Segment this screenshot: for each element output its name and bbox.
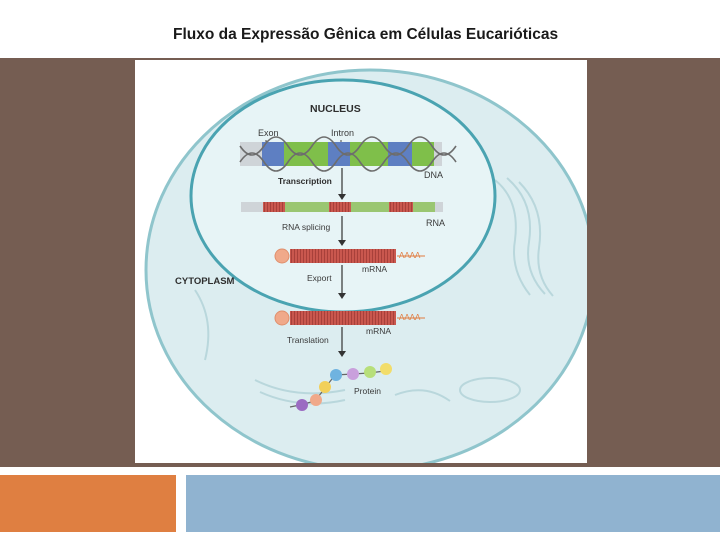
protein-label: Protein (354, 386, 381, 396)
transcription-label: Transcription (278, 176, 332, 186)
dna-strand (240, 137, 456, 171)
export-label: Export (307, 273, 332, 283)
polya-label-nucleus: AAAA (399, 251, 421, 260)
gene-expression-figure: NUCLEUS Exon Intron DNA Transcription (135, 60, 587, 463)
cytoplasm-label: CYTOPLASM (175, 276, 235, 287)
dna-label: DNA (424, 170, 443, 180)
pre-mrna-strand (241, 202, 443, 212)
intron-label: Intron (331, 128, 354, 138)
footer-accent-blue (186, 475, 720, 532)
polya-label-cytoplasm: AAAA (399, 313, 421, 322)
rna-label: RNA (426, 218, 445, 228)
slide-title: Fluxo da Expressão Gênica em Células Euc… (173, 26, 558, 44)
translation-label: Translation (287, 335, 329, 345)
gene-expression-diagram: NUCLEUS Exon Intron DNA Transcription (135, 60, 587, 463)
nucleus-label: NUCLEUS (310, 103, 361, 115)
mrna-label-cytoplasm: mRNA (366, 326, 391, 336)
splicing-label: RNA splicing (282, 222, 330, 232)
mrna-label-nucleus: mRNA (362, 264, 387, 274)
footer-accent-orange (0, 475, 176, 532)
